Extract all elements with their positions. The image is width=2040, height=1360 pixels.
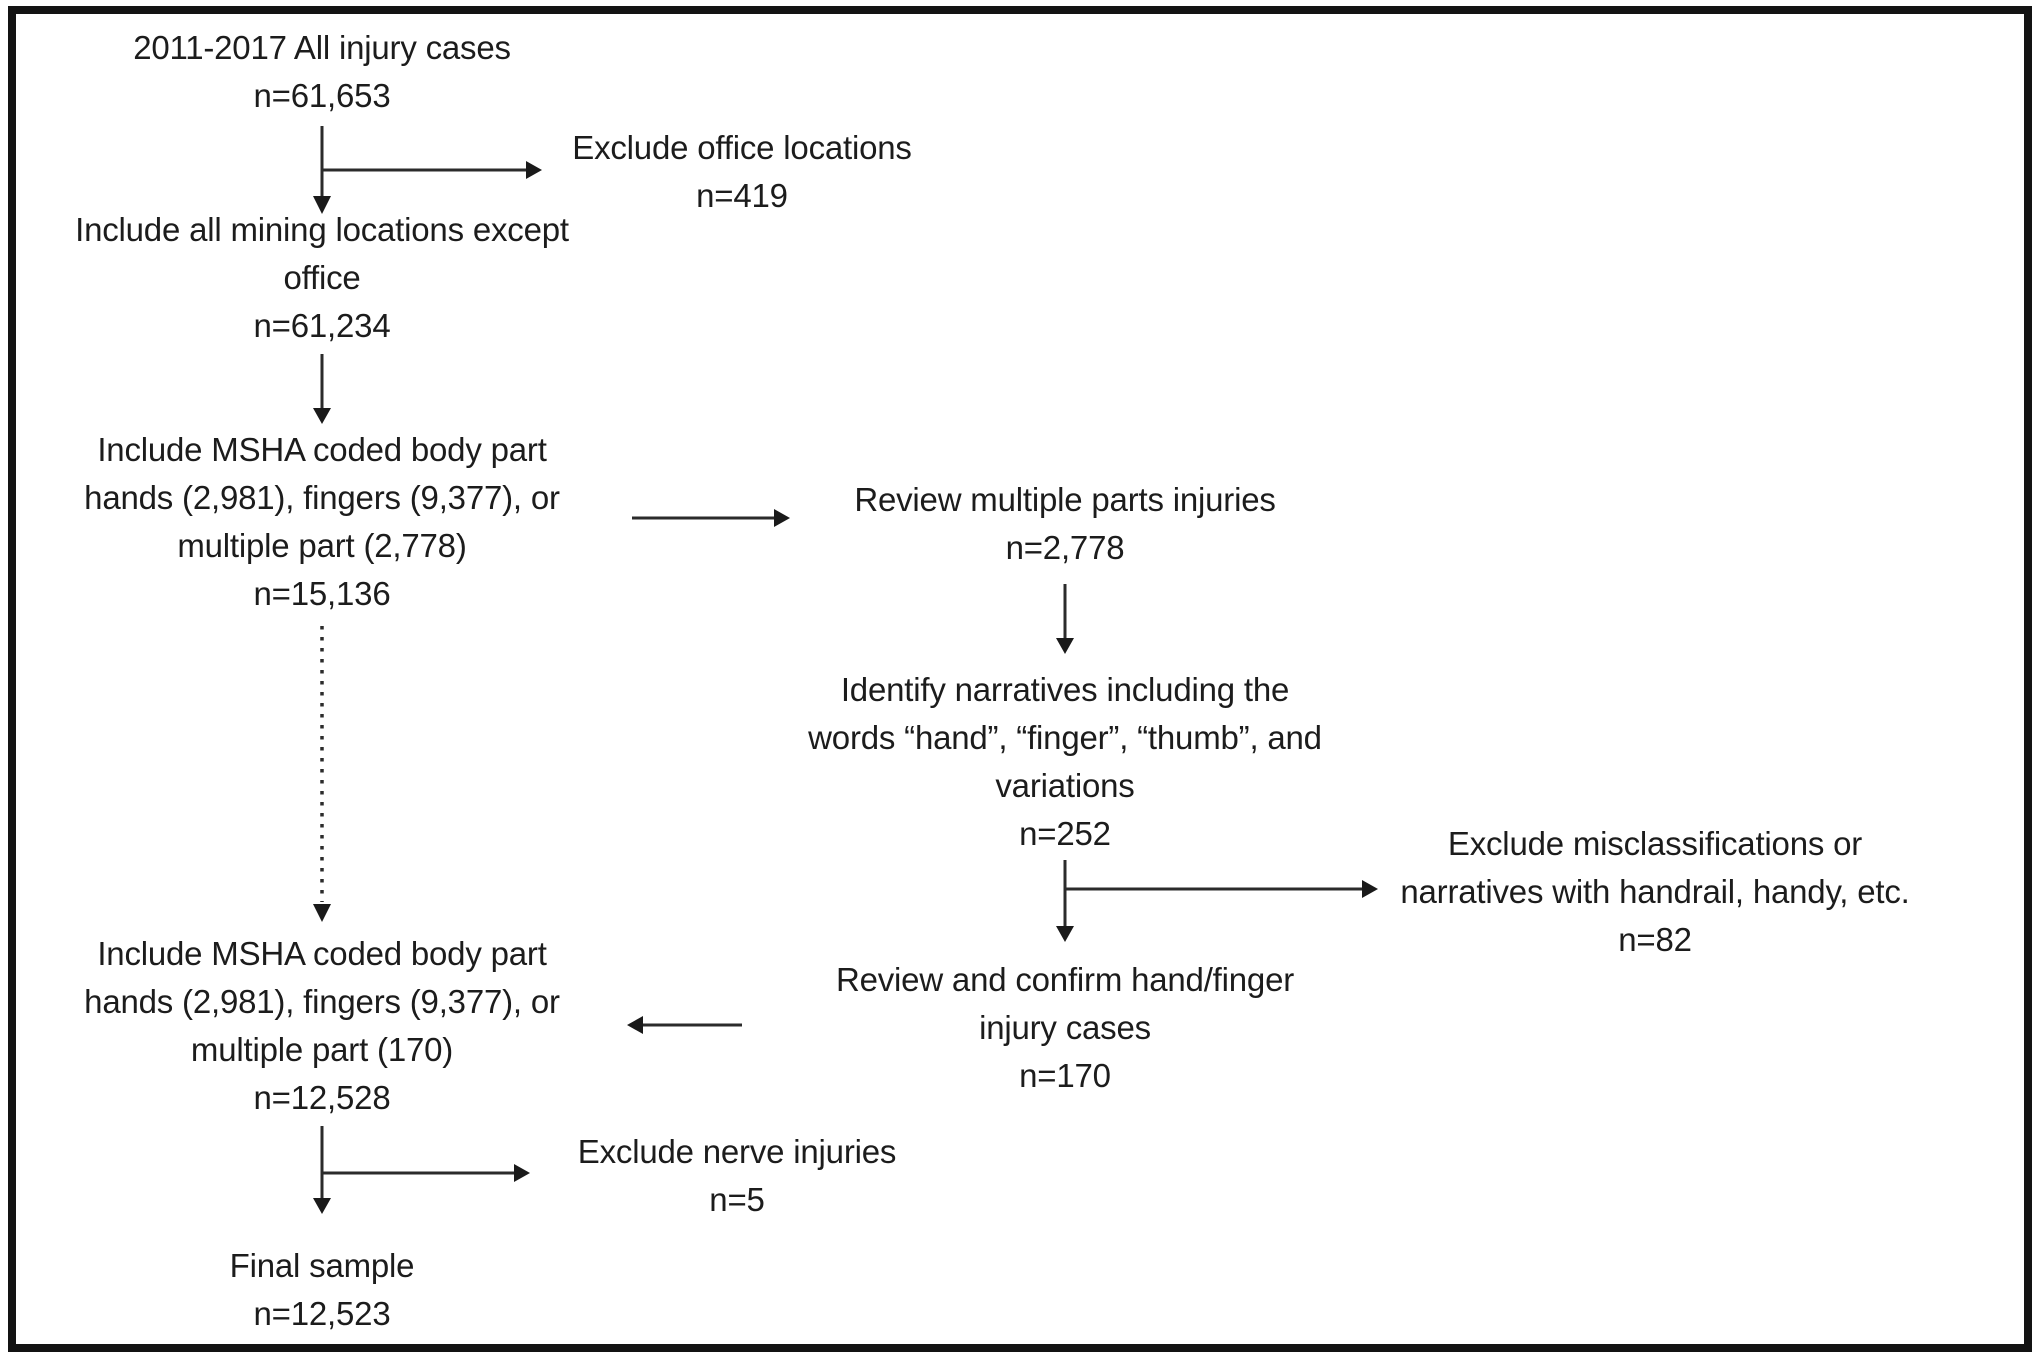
arrow-all-cases-to-mining xyxy=(313,126,331,214)
node-count: n=12,528 xyxy=(253,1079,391,1116)
node-label: Include MSHA coded body part xyxy=(97,935,547,972)
node-label: words “hand”, “finger”, “thumb”, and xyxy=(808,719,1322,756)
node-mining-locations: Include all mining locations except offi… xyxy=(75,206,569,350)
node-exclude-office: Exclude office locations n=419 xyxy=(572,124,912,220)
arrow-review-confirm-to-msha-final xyxy=(627,1016,742,1034)
node-label: narratives with handrail, handy, etc. xyxy=(1400,873,1910,910)
node-review-confirm: Review and confirm hand/finger injury ca… xyxy=(836,956,1294,1100)
node-label: office xyxy=(283,259,361,296)
node-count: n=2,778 xyxy=(1005,529,1125,566)
node-count: n=5 xyxy=(709,1181,765,1218)
node-label: Exclude misclassifications or xyxy=(1447,825,1863,862)
node-final-sample: Final sample n=12,523 xyxy=(230,1242,415,1338)
node-label: multiple part (170) xyxy=(190,1031,454,1068)
node-label: 2011-2017 All injury cases xyxy=(133,29,511,66)
arrow-branch-exclude-nerve xyxy=(322,1164,530,1182)
arrow-identify-to-review-confirm xyxy=(1056,860,1074,942)
node-count: n=419 xyxy=(696,177,788,214)
node-exclude-nerve: Exclude nerve injuries n=5 xyxy=(577,1128,897,1224)
node-label: Review multiple parts injuries xyxy=(854,481,1276,518)
node-label: injury cases xyxy=(979,1009,1151,1046)
node-label: variations xyxy=(995,767,1135,804)
arrow-branch-exclude-office xyxy=(322,161,542,179)
node-label: Include all mining locations except xyxy=(75,211,569,248)
node-count: n=15,136 xyxy=(253,575,391,612)
node-identify-narratives: Identify narratives including the words … xyxy=(808,666,1322,858)
node-count: n=170 xyxy=(1019,1057,1111,1094)
node-count: n=252 xyxy=(1019,815,1111,852)
node-label: Exclude office locations xyxy=(572,129,912,166)
node-label: Final sample xyxy=(229,1247,415,1284)
node-label: Exclude nerve injuries xyxy=(577,1133,897,1170)
node-label: Include MSHA coded body part xyxy=(97,431,547,468)
node-msha-coded-final: Include MSHA coded body part hands (2,98… xyxy=(84,930,560,1122)
node-count: n=12,523 xyxy=(253,1295,391,1332)
arrow-mining-to-msha xyxy=(313,354,331,424)
node-review-multiple: Review multiple parts injuries n=2,778 xyxy=(854,476,1276,572)
node-label: hands (2,981), fingers (9,377), or xyxy=(84,983,560,1020)
node-count: n=61,234 xyxy=(253,307,391,344)
node-msha-coded-initial: Include MSHA coded body part hands (2,98… xyxy=(84,426,560,618)
node-exclude-misclassifications: Exclude misclassifications or narratives… xyxy=(1400,820,1909,964)
arrow-dotted-msha-to-msha-final xyxy=(313,626,331,922)
node-label: hands (2,981), fingers (9,377), or xyxy=(84,479,560,516)
arrow-branch-exclude-misclassifications xyxy=(1065,880,1378,898)
node-label: multiple part (2,778) xyxy=(177,527,467,564)
node-label: Review and confirm hand/finger xyxy=(835,961,1295,998)
node-count: n=61,653 xyxy=(253,77,391,114)
node-all-injury-cases: 2011-2017 All injury cases n=61,653 xyxy=(133,24,511,120)
node-label: Identify narratives including the xyxy=(840,671,1290,708)
arrow-msha-to-review-multiple xyxy=(632,509,790,527)
arrow-review-multiple-to-identify xyxy=(1056,584,1074,654)
node-count: n=82 xyxy=(1618,921,1692,958)
arrow-msha-final-to-final-sample xyxy=(313,1126,331,1214)
